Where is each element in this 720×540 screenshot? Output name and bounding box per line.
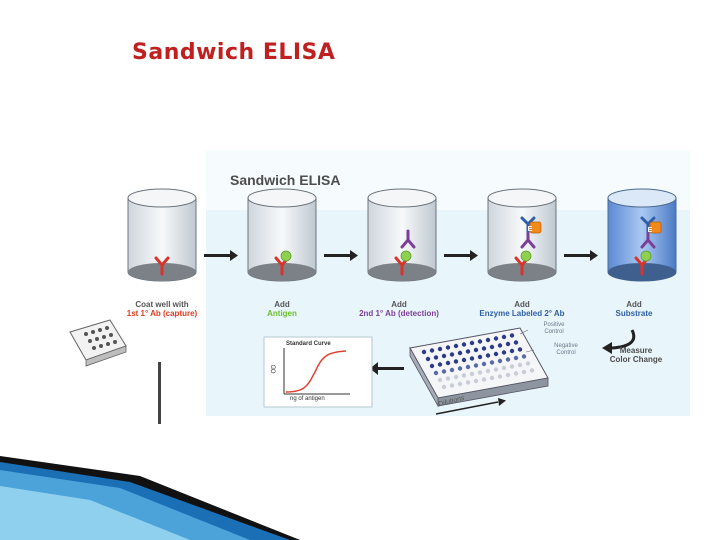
standard-curve-line bbox=[285, 350, 347, 393]
well-1 bbox=[127, 188, 197, 282]
step-label-2: Add Antigen bbox=[227, 300, 337, 318]
well-3 bbox=[367, 188, 437, 282]
step-label-4: Add Enzyme Labeled 2° Ab bbox=[457, 300, 587, 318]
arrow-left-icon bbox=[370, 362, 404, 375]
bottom-swoosh-decoration bbox=[0, 456, 300, 540]
step-4-line-1: Add bbox=[514, 300, 530, 309]
well-5 bbox=[607, 188, 677, 282]
negative-control-label: Negative Control bbox=[554, 343, 578, 356]
step-label-1: Coat well with 1st 1° Ab (capture) bbox=[107, 300, 217, 318]
step-arrows bbox=[204, 250, 636, 375]
enzyme-label: E bbox=[647, 227, 653, 234]
arrow-right-icon bbox=[204, 250, 238, 261]
step-1-line-1: Coat well with bbox=[135, 300, 189, 309]
step-2-line-2: Antigen bbox=[267, 309, 297, 318]
positive-control-label: Positive Control bbox=[543, 322, 565, 335]
step-4-line-2: Enzyme Labeled 2° Ab bbox=[479, 309, 565, 318]
well-2 bbox=[247, 188, 317, 282]
antigen-icon bbox=[280, 250, 292, 262]
step-1-line-2: 1st 1° Ab (capture) bbox=[126, 309, 198, 318]
arrow-right-icon bbox=[564, 250, 598, 261]
capture-antibody-icon bbox=[154, 256, 170, 276]
dilutions-arrow-icon bbox=[435, 401, 499, 415]
step-5-line-1: Add bbox=[626, 300, 642, 309]
plate-thumbnail-icon bbox=[69, 319, 127, 367]
measure-line-2: Color Change bbox=[609, 355, 663, 364]
enzyme-label-well-4: E bbox=[527, 226, 533, 233]
enzyme-icon-2 bbox=[649, 221, 662, 234]
standard-curve-title: Standard Curve bbox=[286, 341, 331, 347]
detection-antibody-icon bbox=[400, 229, 416, 249]
secondary-antibody-icon bbox=[520, 216, 536, 233]
enzyme-icon bbox=[529, 221, 542, 234]
well-4 bbox=[487, 188, 557, 282]
microplate-icon bbox=[409, 327, 549, 415]
slide-title: Sandwich ELISA bbox=[132, 40, 336, 65]
curved-arrow-icon bbox=[611, 329, 636, 350]
arrow-right-icon bbox=[444, 250, 478, 261]
vertical-bar bbox=[158, 362, 161, 424]
standard-curve-ylabel: OD bbox=[271, 364, 278, 374]
step-3-line-2: 2nd 1° Ab (detection) bbox=[359, 309, 439, 318]
standard-curve-xlabel: ng of antigen bbox=[290, 396, 325, 402]
step-5-line-2: Substrate bbox=[615, 309, 653, 318]
diagram-title-text: Sandwich ELISA bbox=[230, 172, 341, 188]
measure-label: Measure Color Change bbox=[596, 346, 676, 364]
step-label-3: Add 2nd 1° Ab (detection) bbox=[339, 300, 459, 318]
step-2-line-1: Add bbox=[274, 300, 290, 309]
measure-line-1: Measure bbox=[619, 346, 653, 355]
step-3-line-1: Add bbox=[391, 300, 407, 309]
arrow-right-icon bbox=[324, 250, 358, 261]
standard-curve-graph bbox=[263, 336, 373, 408]
step-label-5: Add Substrate bbox=[587, 300, 681, 318]
